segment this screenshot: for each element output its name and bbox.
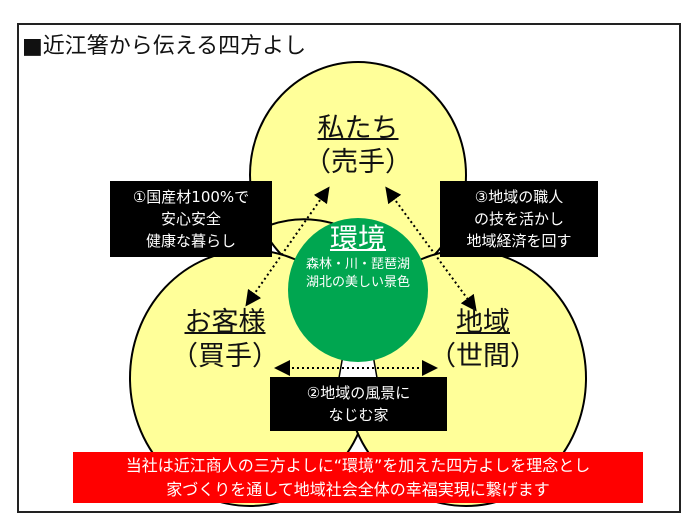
philosophy-line2: 家づくりを通して地域社会全体の幸福実現に繋げます: [166, 479, 550, 499]
node-environment: 環境 森林・川・琵琶湖 湖北の美しい景色: [288, 222, 428, 292]
node-sellers-role: （売手）: [304, 147, 412, 178]
callout-1-line: ①国産材100%で: [132, 188, 250, 206]
diagram-frame: [17, 23, 681, 513]
callout-box-2: ②地域の風景に なじむ家: [270, 377, 447, 431]
callout-box-1: ①国産材100%で 安心安全 健康な暮らし: [110, 181, 272, 257]
node-region: 地域 （世間）: [428, 306, 538, 374]
node-customers-role: （買手）: [171, 341, 279, 372]
philosophy-banner: 当社は近江商人の三方よしに“環境”を加えた四方よしを理念とし 家づくりを通して地…: [73, 452, 643, 503]
callout-2-line: なじむ家: [328, 406, 389, 424]
node-customers: お客様 （買手）: [160, 306, 290, 374]
callout-1-line: 安心安全: [160, 210, 221, 228]
callout-3-line: ③地域の職人: [474, 188, 564, 206]
node-region-role: （世間）: [429, 341, 537, 372]
arrow-customer-us: [245, 186, 330, 307]
callout-3-line: 地域経済を回す: [466, 232, 572, 250]
callout-2-line: ②地域の風景に: [306, 384, 411, 402]
arrow-us-region: [385, 186, 477, 312]
node-sellers-name: 私たち: [317, 113, 399, 144]
environment-title: 環境: [329, 222, 386, 255]
page-title: ■近江箸から伝える四方よし: [22, 34, 307, 59]
callout-1-line: 健康な暮らし: [145, 232, 236, 250]
environment-line2: 湖北の美しい景色: [305, 275, 410, 290]
philosophy-line1: 当社は近江商人の三方よしに“環境”を加えた四方よしを理念とし: [125, 455, 591, 475]
callout-3-line: の技を活かし: [473, 210, 564, 228]
node-region-name: 地域: [456, 307, 510, 338]
node-customers-name: お客様: [184, 307, 266, 338]
environment-line1: 森林・川・琵琶湖: [305, 257, 410, 272]
callout-box-3: ③地域の職人 の技を活かし 地域経済を回す: [440, 181, 598, 257]
node-sellers: 私たち （売手）: [298, 112, 418, 180]
